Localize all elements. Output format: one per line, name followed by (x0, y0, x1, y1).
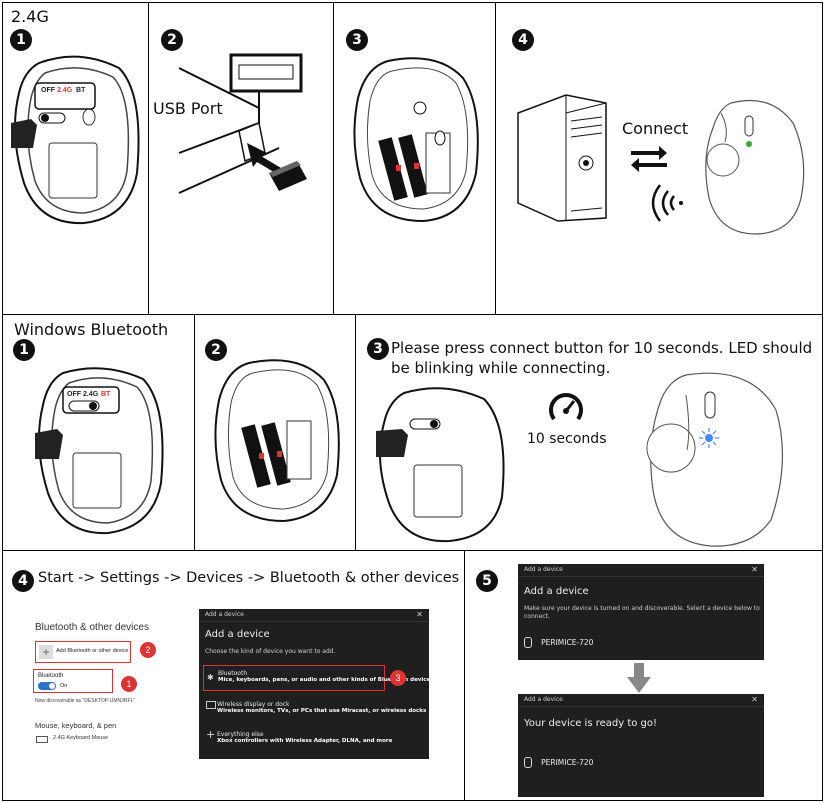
step-number: 1 (13, 339, 35, 361)
dialog-title: Add a device (524, 696, 563, 703)
dialog-titlebar: Add a device ✕ (518, 694, 764, 707)
timer-label: 10 seconds (527, 431, 607, 447)
step-number: 5 (476, 570, 498, 592)
down-arrow-icon (627, 663, 651, 693)
discoverable-text: Now discoverable as "DESKTOP-UMN3RFL" (35, 698, 136, 704)
battery-insert-illustration (214, 359, 340, 523)
option-title: Wireless display or dock (217, 701, 290, 708)
mouse-keyboard-heading: Mouse, keyboard, & pen (35, 721, 117, 730)
paired-device-label: 2.4G Keyboard Mouse (53, 735, 109, 741)
trackball-mouse-led-icon (646, 372, 784, 547)
settings-path-instruction: Start -> Settings -> Devices -> Bluetoot… (38, 570, 460, 586)
mouse-icon (524, 757, 532, 768)
usb-port-label: USB Port (153, 99, 223, 118)
dialog-heading: Add a device (205, 629, 270, 640)
mouse-underside-illustration (11, 55, 140, 225)
switch-label-off: OFF (67, 391, 81, 398)
row2-step3-panel: 3 Please press connect button for 10 sec… (355, 314, 823, 551)
option-desc: Wireless monitors, TVs, or PCs that use … (217, 708, 427, 714)
wireless-display-option[interactable]: Wireless display or dock Wireless monito… (203, 697, 427, 719)
switch-label-24g: 2.4G (83, 391, 99, 398)
settings-heading: Bluetooth & other devices (35, 622, 149, 633)
dialog-prompt: Choose the kind of device you want to ad… (205, 648, 336, 655)
callout-badge-2: 2 (140, 642, 156, 658)
row1-step1-panel: 2.4G 1 OFF 2.4G BT (2, 2, 149, 315)
dialog-heading: Your device is ready to go! (524, 718, 658, 729)
section-title-24g: 2.4G (11, 7, 49, 26)
connect-instruction: Please press connect button for 10 secon… (391, 339, 813, 377)
callout-badge-1: 1 (121, 676, 137, 692)
connect-arrows-icon (631, 146, 667, 172)
add-device-dialog: Add a device ✕ Add a device Choose the ki… (199, 609, 434, 759)
row2-step1-panel: Windows Bluetooth 1 OFF 2.4G BT (2, 314, 195, 551)
row1-step2-panel: 2 USB Port (148, 2, 334, 315)
everything-else-option[interactable]: + Everything else Xbox controllers with … (203, 727, 403, 749)
dialog-titlebar: Add a device ✕ (199, 609, 429, 622)
step-number: 4 (512, 29, 534, 51)
device-name: PERIMICE-720 (541, 638, 594, 647)
bluetooth-option[interactable]: ✱ Bluetooth Mice, keyboards, pens, or au… (203, 665, 434, 691)
keyboard-icon (36, 736, 48, 743)
device-list-item[interactable]: PERIMICE-720 (524, 752, 664, 768)
mouse-underside-illustration (35, 367, 164, 535)
dialog-title: Add a device (524, 566, 563, 573)
option-desc: Xbox controllers with Wireless Adapter, … (217, 738, 393, 744)
mouse-underside-illustration (376, 387, 505, 543)
device-name: PERIMICE-720 (541, 758, 594, 767)
battery-insert-illustration (353, 57, 479, 223)
option-desc: Mice, keyboards, pens, or audio and othe… (218, 677, 434, 683)
step-number: 3 (367, 338, 389, 360)
row3-step4-panel: 4 Start -> Settings -> Devices -> Blueto… (2, 550, 465, 801)
bluetooth-toggle-switch[interactable] (38, 682, 56, 690)
close-icon[interactable]: ✕ (751, 565, 758, 574)
step-number: 2 (205, 339, 227, 361)
device-list-item[interactable]: PERIMICE-720 (524, 632, 664, 648)
row1-step3-panel: 3 (333, 2, 496, 315)
add-device-label: Add Bluetooth or other device (56, 648, 129, 654)
bluetooth-label: Bluetooth (38, 673, 64, 679)
dialog-heading: Add a device (524, 586, 589, 597)
trackball-mouse-icon (705, 99, 805, 235)
close-icon[interactable]: ✕ (751, 695, 758, 704)
plus-icon: + (39, 645, 53, 659)
pc-tower-icon (517, 94, 607, 222)
callout-badge-3: 3 (390, 670, 406, 686)
dialog-titlebar: Add a device ✕ (518, 564, 764, 577)
switch-label-bt: BT (101, 391, 111, 398)
switch-label-24g: 2.4G (57, 87, 73, 94)
add-device-dialog-searching: Add a device ✕ Add a device Make sure you… (518, 564, 764, 660)
bluetooth-state: On (60, 683, 68, 689)
wireless-signal-icon (651, 184, 683, 222)
dialog-text: Make sure your device is turned on and d… (524, 605, 760, 620)
step-number: 3 (346, 29, 368, 51)
monitor-icon (206, 701, 216, 709)
switch-label-off: OFF (41, 87, 55, 94)
step-number: 2 (161, 29, 183, 51)
add-device-button[interactable]: + Add Bluetooth or other device (35, 641, 131, 663)
option-title: Everything else (217, 731, 264, 738)
dialog-title: Add a device (205, 611, 244, 618)
row3-step5-panel: 5 Add a device ✕ Add a device Make sure y… (464, 550, 823, 801)
option-title: Bluetooth (218, 670, 248, 677)
timer-gauge-icon (549, 393, 583, 421)
switch-label-bt: BT (76, 87, 86, 94)
row2-step2-panel: 2 (194, 314, 356, 551)
close-icon[interactable]: ✕ (416, 610, 423, 619)
section-title-windows-bluetooth: Windows Bluetooth (14, 320, 169, 339)
bluetooth-toggle-box[interactable]: Bluetooth On (33, 669, 113, 693)
step-number: 4 (12, 570, 34, 592)
mouse-icon (524, 637, 532, 648)
connect-label: Connect (622, 119, 689, 138)
bluetooth-icon: ✱ (207, 673, 214, 682)
plus-icon: + (206, 728, 216, 741)
add-device-dialog-ready: Add a device ✕ Your device is ready to go… (518, 694, 764, 797)
usb-port-illustration (178, 53, 307, 194)
step-number: 1 (10, 29, 32, 51)
row1-step4-panel: 4 Connect (495, 2, 823, 315)
